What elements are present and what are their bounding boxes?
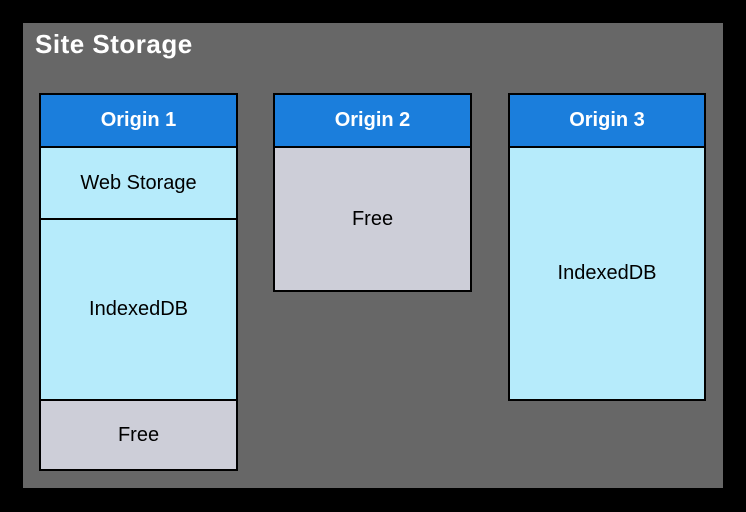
origin-2-box: Origin 2 Free <box>273 93 472 292</box>
origins-row: Origin 1 Web Storage IndexedDB Free Orig… <box>39 93 706 471</box>
origin-3-indexeddb-section: IndexedDB <box>510 146 704 399</box>
diagram-title: Site Storage <box>35 29 193 59</box>
origin-1-indexeddb-section: IndexedDB <box>41 218 236 399</box>
origin-2-free-section: Free <box>275 146 470 290</box>
origin-1-free-section: Free <box>41 399 236 469</box>
origin-1-box: Origin 1 Web Storage IndexedDB Free <box>39 93 238 471</box>
site-storage-container: Site Storage Origin 1 Web Storage Indexe… <box>23 23 723 488</box>
origin-3-header: Origin 3 <box>510 95 704 146</box>
origin-2-header: Origin 2 <box>275 95 470 146</box>
origin-1-header: Origin 1 <box>41 95 236 146</box>
origin-1-web-storage-section: Web Storage <box>41 146 236 218</box>
origin-3-box: Origin 3 IndexedDB <box>508 93 706 401</box>
